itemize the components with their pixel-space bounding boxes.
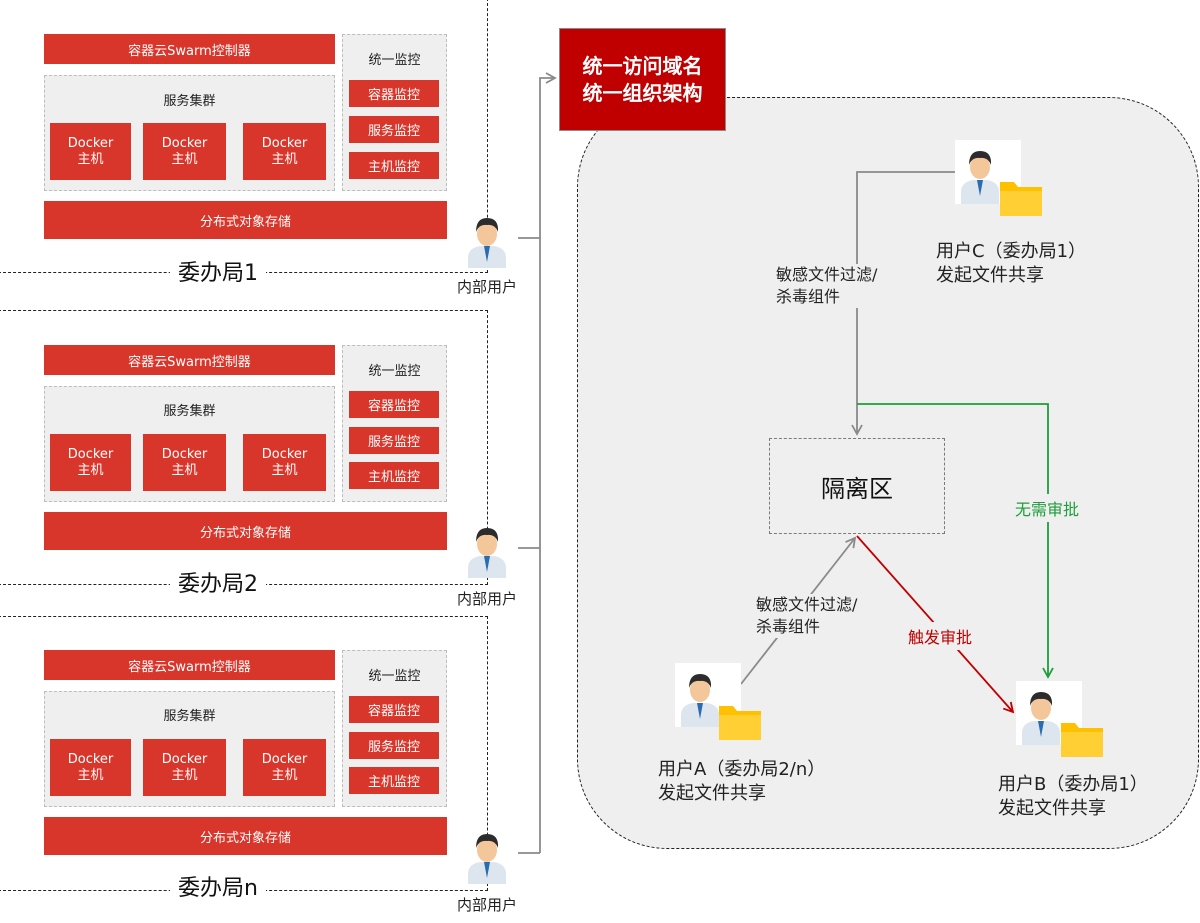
folder-icon	[1061, 723, 1103, 757]
internal-user-icon	[468, 218, 506, 268]
internal-user-label: 内部用户	[456, 896, 517, 914]
trigger-approval-label: 触发审批	[906, 622, 975, 650]
service-monitor-item: 服务监控	[349, 732, 439, 759]
bureau-label-2: 委办局2	[170, 566, 266, 598]
filter-label-top: 敏感文件过滤/ 杀毒组件	[776, 264, 878, 308]
folder-icon	[1000, 182, 1042, 216]
folder-icon	[719, 706, 761, 740]
service-monitor-item: 服务监控	[349, 116, 439, 143]
bureau-label-n: 委办局n	[170, 870, 266, 902]
internal-user-icon	[468, 834, 506, 884]
service-cluster-title: 服务集群	[163, 404, 216, 419]
person-icon	[1022, 692, 1060, 745]
host-monitor-item: 主机监控	[349, 152, 439, 179]
monitor-title: 统一监控	[368, 364, 421, 379]
unified-domain-box: 统一访问域名 统一组织架构	[559, 28, 726, 131]
user-a-caption: 用户A（委办局2/n） 发起文件共享	[658, 759, 826, 804]
service-cluster-title: 服务集群	[163, 94, 216, 109]
domain-box-line2: 统一组织架构	[582, 80, 703, 105]
swarm-controller-bar: 容器云Swarm控制器	[44, 650, 335, 680]
object-storage-bar: 分布式对象存储	[44, 201, 447, 239]
no-approval-label: 无需审批	[1013, 494, 1082, 522]
user-a-avatar	[675, 663, 741, 727]
user-b-avatar	[1016, 681, 1082, 745]
service-cluster-title: 服务集群	[163, 709, 216, 724]
swarm-controller-bar: 容器云Swarm控制器	[44, 345, 335, 375]
domain-box-line1: 统一访问域名	[582, 53, 703, 78]
object-storage-bar: 分布式对象存储	[44, 817, 447, 855]
container-monitor-item: 容器监控	[349, 696, 439, 723]
person-icon	[681, 674, 719, 727]
internal-user-label: 内部用户	[456, 278, 517, 296]
service-monitor-item: 服务监控	[349, 427, 439, 454]
monitor-title: 统一监控	[368, 53, 421, 68]
user-b-caption: 用户B（委办局1） 发起文件共享	[998, 774, 1148, 819]
swarm-controller-bar: 容器云Swarm控制器	[44, 34, 335, 64]
container-monitor-item: 容器监控	[349, 80, 439, 107]
host-monitor-item: 主机监控	[349, 462, 439, 489]
filter-label-bottom: 敏感文件过滤/ 杀毒组件	[756, 594, 858, 638]
bureau-label-1: 委办局1	[170, 255, 266, 287]
user-bracket-line	[518, 78, 555, 854]
host-monitor-item: 主机监控	[349, 767, 439, 794]
person-icon	[961, 151, 999, 204]
internal-user-label: 内部用户	[456, 590, 517, 608]
isolation-zone: 隔离区	[769, 438, 945, 534]
monitor-title: 统一监控	[368, 669, 421, 684]
container-monitor-item: 容器监控	[349, 391, 439, 418]
internal-user-icon	[468, 528, 506, 578]
user-c-caption: 用户C（委办局1） 发起文件共享	[936, 241, 1087, 286]
object-storage-bar: 分布式对象存储	[44, 512, 447, 550]
